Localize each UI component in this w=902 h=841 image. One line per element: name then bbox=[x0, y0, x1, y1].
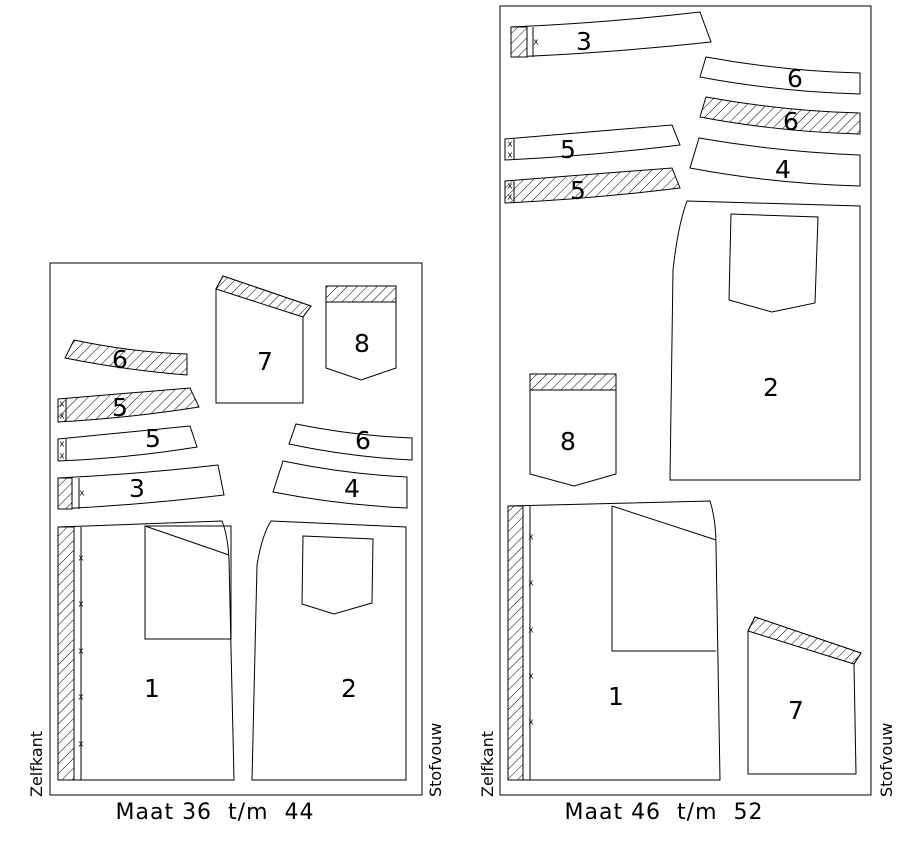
svg-text:x: x bbox=[533, 38, 539, 48]
piece-5-hatched: x x 5 bbox=[504, 167, 681, 205]
svg-text:x: x bbox=[59, 400, 65, 410]
piece-number: 5 bbox=[560, 135, 576, 164]
fold-label: Stofvouw bbox=[877, 723, 896, 797]
piece-number: 6 bbox=[783, 107, 799, 136]
svg-text:x: x bbox=[59, 452, 65, 462]
piece-3: x 3 bbox=[57, 464, 225, 510]
piece-6: 6 bbox=[699, 56, 861, 95]
piece-number: 5 bbox=[112, 393, 128, 422]
piece-5-hatched: x x 5 bbox=[57, 387, 200, 423]
svg-text:x: x bbox=[59, 440, 65, 450]
svg-text:x: x bbox=[507, 140, 513, 150]
layout-size-46-52: x 3 6 6 x x 5 x x 5 bbox=[478, 5, 896, 825]
size-caption: Maat 46 t/m 52 bbox=[565, 800, 764, 825]
piece-number: 5 bbox=[145, 424, 161, 453]
piece-6: 6 bbox=[288, 423, 413, 461]
svg-text:x: x bbox=[78, 554, 84, 564]
piece-5: x x 5 bbox=[504, 124, 681, 164]
back-pocket-outline bbox=[301, 535, 374, 615]
piece-8: 8 bbox=[325, 285, 397, 381]
svg-text:x: x bbox=[528, 533, 534, 543]
piece-2: 2 bbox=[669, 200, 861, 481]
piece-1: x x x x x 1 bbox=[57, 520, 235, 781]
piece-number: 6 bbox=[355, 426, 371, 455]
svg-text:x: x bbox=[528, 626, 534, 636]
fabric-panel bbox=[499, 5, 872, 796]
pocket-facing bbox=[611, 506, 716, 652]
svg-text:x: x bbox=[78, 600, 84, 610]
piece-number: 4 bbox=[775, 155, 791, 184]
svg-text:x: x bbox=[507, 151, 513, 161]
svg-text:x: x bbox=[507, 182, 513, 192]
svg-text:x: x bbox=[79, 489, 85, 499]
piece-number: 6 bbox=[787, 64, 803, 93]
piece-number: 5 bbox=[570, 176, 586, 205]
layout-size-36-44: 6 x x 5 x x 5 x 3 7 bbox=[27, 262, 445, 825]
piece-7: 7 bbox=[747, 616, 862, 775]
piece-1: x x x x x 1 bbox=[507, 500, 721, 781]
size-caption: Maat 36 t/m 44 bbox=[116, 800, 315, 825]
piece-5: x x 5 bbox=[57, 424, 198, 462]
piece-4: 4 bbox=[689, 137, 861, 187]
piece-number: 6 bbox=[112, 345, 128, 374]
fold-label: Stofvouw bbox=[426, 723, 445, 797]
selvage-label: Zelfkant bbox=[27, 731, 46, 797]
piece-3: x 3 bbox=[510, 11, 712, 58]
piece-number: 3 bbox=[576, 27, 592, 56]
piece-number: 7 bbox=[788, 696, 804, 725]
piece-6-hatched: 6 bbox=[699, 96, 861, 136]
svg-text:x: x bbox=[78, 647, 84, 657]
selvage-label: Zelfkant bbox=[478, 731, 497, 797]
piece-number: 2 bbox=[763, 373, 779, 402]
piece-number: 7 bbox=[257, 347, 273, 376]
piece-6-hatched: 6 bbox=[64, 339, 188, 376]
svg-text:x: x bbox=[528, 579, 534, 589]
piece-7: 7 bbox=[215, 275, 312, 404]
pocket-facing bbox=[144, 525, 232, 640]
piece-number: 1 bbox=[144, 674, 160, 703]
piece-4: 4 bbox=[272, 460, 408, 509]
piece-number: 4 bbox=[344, 474, 360, 503]
piece-number: 3 bbox=[129, 474, 145, 503]
svg-text:x: x bbox=[78, 740, 84, 750]
svg-text:x: x bbox=[528, 672, 534, 682]
piece-number: 8 bbox=[354, 329, 370, 358]
piece-8: 8 bbox=[529, 373, 617, 487]
svg-text:x: x bbox=[528, 718, 534, 728]
back-pocket-outline bbox=[728, 213, 819, 313]
piece-2: 2 bbox=[251, 520, 407, 781]
svg-text:x: x bbox=[59, 412, 65, 422]
piece-number: 2 bbox=[341, 674, 357, 703]
svg-text:x: x bbox=[78, 693, 84, 703]
svg-text:x: x bbox=[507, 193, 513, 203]
piece-number: 1 bbox=[608, 682, 624, 711]
piece-number: 8 bbox=[560, 427, 576, 456]
fabric-panel bbox=[49, 262, 423, 796]
